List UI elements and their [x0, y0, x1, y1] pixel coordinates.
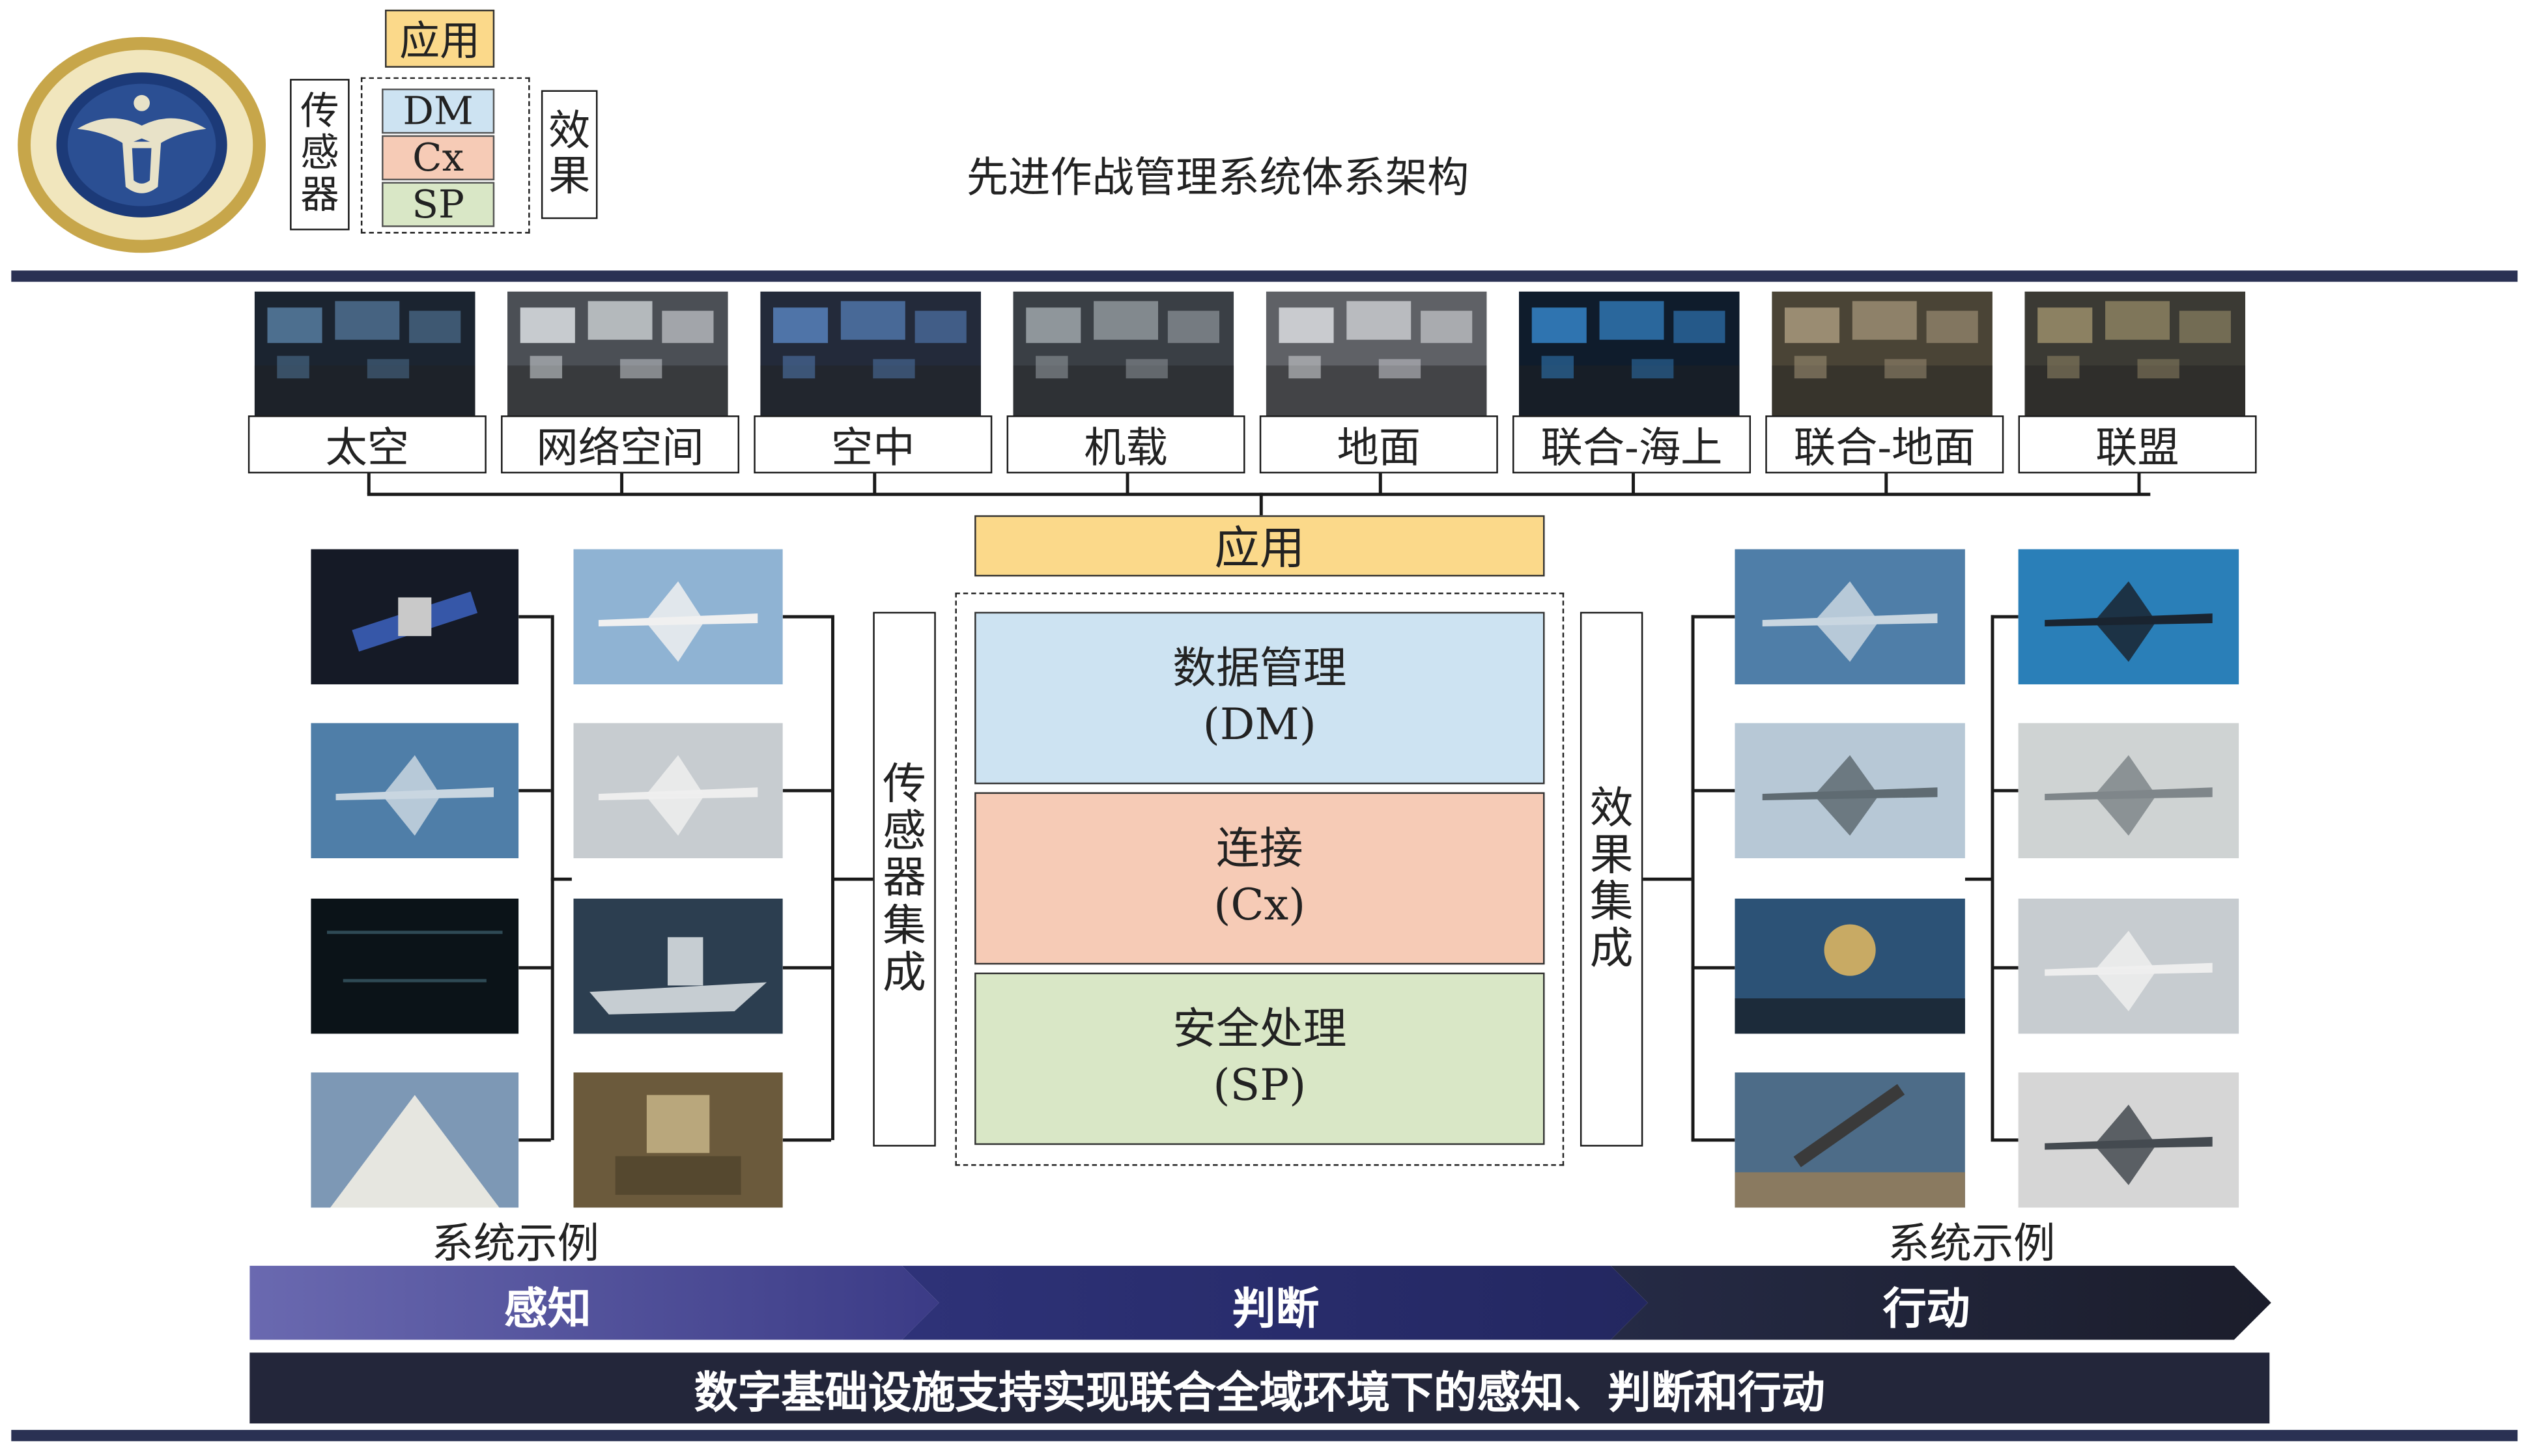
- sensor-system-photo: [573, 549, 783, 684]
- stage-judge-label: 判断: [1232, 1284, 1320, 1334]
- domain-label: 机载: [1006, 415, 1245, 474]
- domain-photo: [1266, 291, 1487, 417]
- stage-segment-judge: [901, 1265, 1648, 1340]
- domain-photo: [1013, 291, 1234, 417]
- footer-banner: 数字基础设施支持实现联合全域环境下的感知、判断和行动: [249, 1352, 2270, 1424]
- legend-app-label: 应用: [385, 9, 495, 68]
- domain-label: 太空: [248, 415, 487, 474]
- security-processing-box: 安全处理 (SP): [974, 972, 1545, 1145]
- stage-segment-act: [1610, 1265, 2271, 1340]
- domain-label: 联盟: [2018, 415, 2257, 474]
- legend-sp: SP: [382, 182, 495, 227]
- sensor-system-photo: [311, 898, 519, 1034]
- sensor-integration-box: 传 感 器 集 成: [873, 611, 936, 1147]
- legend-core-dashed-box: [360, 77, 530, 234]
- domain-label: 联合-海上: [1512, 415, 1751, 474]
- center-core-dashed-box: [955, 593, 1565, 1166]
- bottom-divider-bar: [11, 1429, 2518, 1442]
- center-app-box: 应用: [974, 515, 1545, 577]
- stage-perceive-label: 感知: [504, 1284, 591, 1334]
- effect-integration-box: 效 果 集 成: [1580, 611, 1643, 1147]
- system-example-left-label: 系统示例: [431, 1220, 599, 1269]
- domain-label: 网络空间: [501, 415, 740, 474]
- legend-cx: Cx: [382, 135, 495, 180]
- stage-arrow: [249, 1265, 2271, 1340]
- domain-label: 地面: [1259, 415, 1498, 474]
- domain-photo: [1772, 291, 1992, 417]
- sensor-system-photo: [573, 1072, 783, 1208]
- effector-system-photo: [2018, 1072, 2239, 1208]
- effector-system-photo: [2018, 723, 2239, 859]
- legend-sensor-label: 传 感 器: [290, 79, 350, 231]
- effector-system-photo: [1735, 1072, 1965, 1208]
- domain-photo: [2024, 291, 2246, 417]
- legend-dm: DM: [382, 89, 495, 134]
- legend-effect-label: 效 果: [541, 90, 598, 219]
- effector-system-photo: [1735, 723, 1965, 859]
- effector-system-photo: [2018, 549, 2239, 684]
- domain-label: 联合-地面: [1765, 415, 2004, 474]
- connection-box: 连接 (Cx): [974, 792, 1545, 965]
- effector-system-photo: [1735, 549, 1965, 684]
- sensor-system-photo: [573, 898, 783, 1034]
- sensor-system-photo: [573, 723, 783, 859]
- sensor-system-photo: [311, 549, 519, 684]
- stage-segment-perceive: [249, 1265, 939, 1340]
- domain-photo: [760, 291, 981, 417]
- usaf-seal: [13, 32, 271, 257]
- domain-photo: [507, 291, 728, 417]
- effector-system-photo: [2018, 898, 2239, 1034]
- page-title: 先进作战管理系统体系架构: [966, 154, 1469, 203]
- effector-system-photo: [1735, 898, 1965, 1034]
- domain-photo: [254, 291, 475, 417]
- sensor-system-photo: [311, 723, 519, 859]
- domain-label: 空中: [754, 415, 993, 474]
- domain-photo: [1518, 291, 1740, 417]
- sensor-system-photo: [311, 1072, 519, 1208]
- stage-act-label: 行动: [1882, 1284, 1970, 1334]
- data-management-box: 数据管理 (DM): [974, 611, 1545, 785]
- top-divider-bar: [11, 270, 2518, 282]
- system-example-right-label: 系统示例: [1888, 1220, 2056, 1269]
